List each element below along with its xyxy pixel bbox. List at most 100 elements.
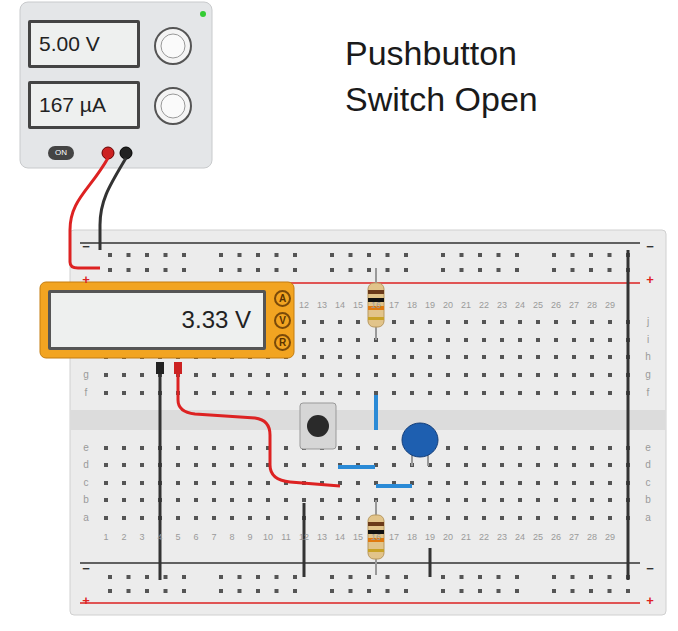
hole	[554, 446, 558, 450]
hole	[500, 516, 504, 520]
column-number: 23	[497, 301, 507, 310]
hole	[320, 355, 324, 359]
row-letter: d	[645, 460, 651, 470]
mode-button: A	[274, 290, 291, 307]
column-number: 18	[407, 301, 417, 310]
column-number: 10	[263, 533, 273, 542]
hole	[293, 589, 297, 593]
hole	[356, 391, 360, 395]
hole	[497, 589, 501, 593]
hole	[572, 338, 576, 342]
hole	[248, 463, 252, 467]
hole	[302, 355, 306, 359]
row-letter: f	[85, 388, 88, 398]
hole	[140, 516, 144, 520]
hole	[374, 355, 378, 359]
hole	[515, 268, 519, 272]
hole	[248, 516, 252, 520]
hole	[608, 589, 612, 593]
hole	[266, 391, 270, 395]
hole	[392, 391, 396, 395]
hole	[554, 355, 558, 359]
hole	[552, 253, 556, 257]
hole	[464, 320, 468, 324]
hole	[338, 391, 342, 395]
hole	[608, 391, 612, 395]
rail-sign: +	[82, 273, 90, 286]
hole	[608, 463, 612, 467]
hole	[266, 498, 270, 502]
hole	[554, 498, 558, 502]
hole	[320, 463, 324, 467]
hole	[338, 355, 342, 359]
hole	[464, 481, 468, 485]
hole	[482, 391, 486, 395]
button-label: R	[279, 337, 286, 348]
hole	[590, 481, 594, 485]
column-number: 15	[353, 301, 363, 310]
hole	[320, 498, 324, 502]
hole	[176, 446, 180, 450]
hole	[446, 338, 450, 342]
hole	[104, 498, 108, 502]
hole	[338, 373, 342, 377]
hole	[356, 446, 360, 450]
hole	[392, 355, 396, 359]
hole	[284, 463, 288, 467]
hole	[320, 516, 324, 520]
column-number: 11	[281, 533, 290, 542]
hole	[302, 338, 306, 342]
hole	[572, 481, 576, 485]
column-number: 16	[371, 301, 381, 310]
column-number: 28	[587, 301, 597, 310]
hole	[275, 268, 279, 272]
hole	[122, 446, 126, 450]
resistor-symbol	[368, 283, 384, 327]
hole	[608, 268, 612, 272]
hole	[392, 498, 396, 502]
column-number: 22	[479, 533, 489, 542]
column-number: 12	[299, 533, 309, 542]
hole	[482, 481, 486, 485]
hole	[356, 320, 360, 324]
column-number: 18	[407, 533, 417, 542]
hole	[500, 355, 504, 359]
hole	[338, 338, 342, 342]
column-number: 17	[389, 533, 399, 542]
terminal	[120, 147, 132, 159]
hole	[446, 446, 450, 450]
hole	[446, 355, 450, 359]
hole	[482, 355, 486, 359]
hole	[518, 516, 522, 520]
rail-sign: −	[82, 562, 90, 575]
column-number: 26	[551, 533, 561, 542]
knob	[155, 88, 191, 124]
hole	[320, 391, 324, 395]
hole	[349, 268, 353, 272]
hole	[356, 355, 360, 359]
hole	[464, 355, 468, 359]
hole	[589, 268, 593, 272]
column-number: 16	[371, 533, 381, 542]
hole	[293, 253, 297, 257]
hole	[219, 589, 223, 593]
hole	[497, 253, 501, 257]
hole	[219, 253, 223, 257]
hole	[482, 463, 486, 467]
wire	[429, 548, 432, 577]
hole	[536, 498, 540, 502]
hole	[127, 589, 131, 593]
hole	[590, 338, 594, 342]
column-number: 17	[389, 301, 399, 310]
hole	[608, 481, 612, 485]
column-number: 14	[335, 533, 345, 542]
hole	[275, 253, 279, 257]
hole	[446, 498, 450, 502]
hole	[518, 320, 522, 324]
rail-sign: +	[82, 594, 90, 607]
hole	[589, 253, 593, 257]
hole	[515, 575, 519, 579]
hole	[194, 391, 198, 395]
hole	[320, 373, 324, 377]
row-letter: i	[647, 335, 649, 345]
